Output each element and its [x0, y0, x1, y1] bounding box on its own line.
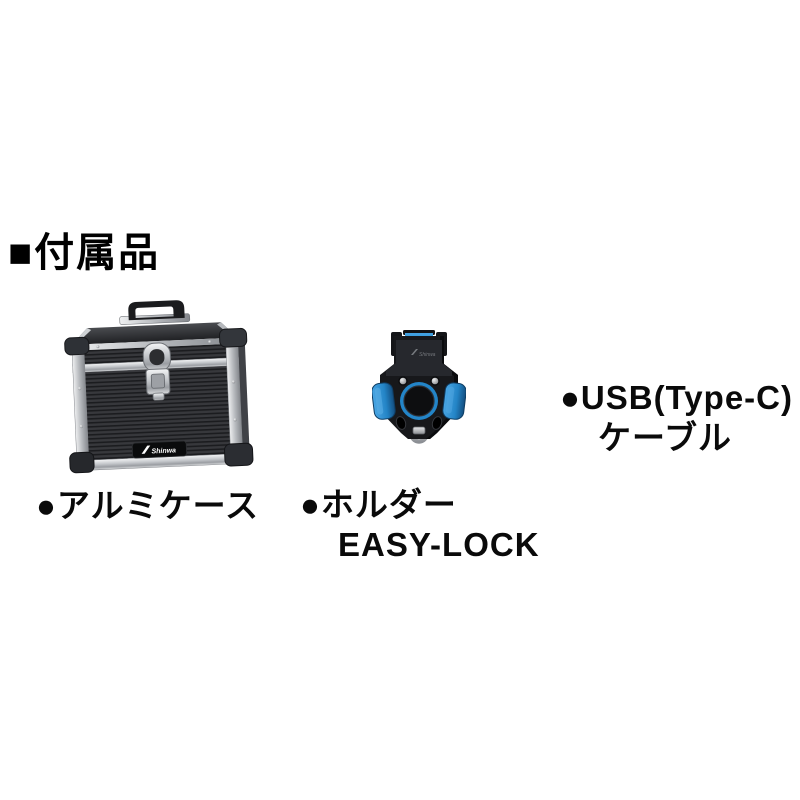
usb-label-line1: ●USB(Type-C): [560, 379, 793, 416]
usb-label-line2: ケーブル: [598, 419, 733, 456]
holder-label-line2: EASY-LOCK: [338, 526, 540, 563]
aluminum-case-image: Shinwa: [64, 300, 254, 474]
aluminum-case-label: ●アルミケース: [36, 487, 259, 524]
easy-lock-holder-image: Shinwa: [372, 330, 466, 444]
svg-text:Shinwa: Shinwa: [419, 352, 436, 358]
section-heading: ■付属品: [8, 231, 161, 275]
holder-label-line1: ●ホルダー: [300, 486, 457, 523]
svg-text:Shinwa: Shinwa: [151, 447, 176, 455]
holder-easy-lock-label: ●ホルダー EASY-LOCK: [300, 485, 540, 565]
usb-cable-label: ●USB(Type-C) ケーブル: [560, 378, 793, 458]
